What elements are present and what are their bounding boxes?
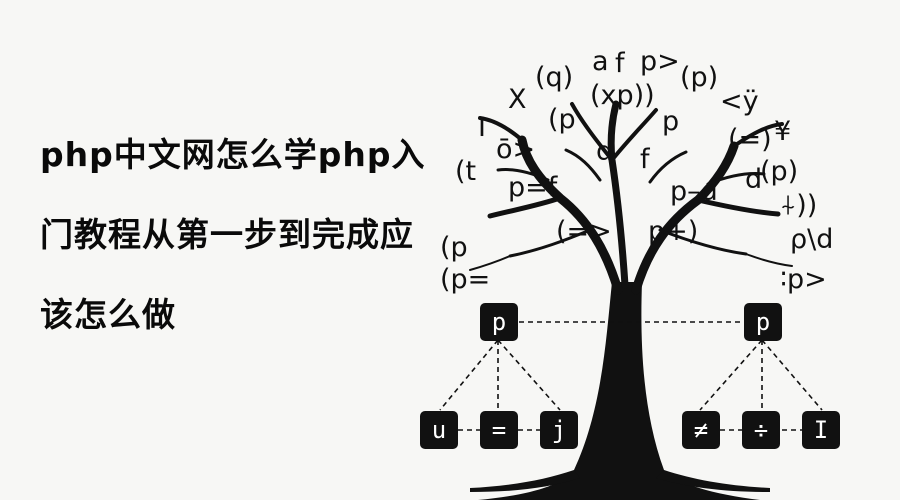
symbol: p>: [640, 46, 680, 77]
symbol: f: [615, 48, 626, 79]
symbol: <ÿ: [720, 86, 759, 117]
symbol: ¥: [774, 116, 791, 147]
symbol: (p): [680, 62, 718, 93]
node-label: j: [552, 416, 566, 444]
symbol: d: [745, 164, 762, 195]
symbol: (p): [760, 156, 798, 187]
node-label: I: [814, 416, 828, 444]
node-top-left: p: [480, 303, 518, 341]
node-top-right: p: [744, 303, 782, 341]
symbol: p–d: [670, 176, 718, 207]
symbol: (q): [535, 62, 573, 93]
tree-branches: [469, 100, 793, 295]
node-bottom-6: I: [802, 411, 840, 449]
symbol: ⍭)): [780, 190, 817, 221]
symbol: a: [592, 46, 609, 77]
node-bottom-3: j: [540, 411, 578, 449]
node-bottom-4: ≠: [682, 411, 720, 449]
tree-trunk: [470, 282, 770, 500]
node-label: ≠: [694, 416, 708, 444]
article-title-line-3: 该怎么做: [40, 295, 176, 334]
node-label: p: [492, 308, 506, 336]
canopy-symbols: (q) a f p> (p) X (xp)) <ÿ (p p (=) ¥ I ō…: [440, 46, 833, 295]
symbol: (=>: [556, 216, 612, 247]
symbol: X: [508, 84, 527, 115]
symbol: f: [640, 144, 651, 175]
node-label: =: [492, 416, 506, 444]
node-label: ÷: [754, 416, 768, 444]
symbol: p+): [648, 216, 698, 247]
article-title-line-2: 门教程从第一步到完成应: [40, 215, 414, 254]
article-title-line-1: php中文网怎么学php入: [40, 135, 426, 174]
symbol: d: [596, 136, 613, 167]
symbol: (p: [440, 232, 468, 263]
node-label: p: [756, 308, 770, 336]
symbol: I: [478, 112, 486, 143]
node-label: u: [432, 416, 446, 444]
symbol: (=): [728, 124, 772, 155]
symbol: (p: [548, 104, 576, 135]
symbol: p=f: [508, 172, 559, 203]
symbol: (xp)): [590, 80, 655, 111]
node-connectors: [439, 321, 823, 431]
symbol: ō>: [496, 134, 535, 165]
symbol: ∶p>: [780, 264, 827, 295]
node-bottom-2: =: [480, 411, 518, 449]
symbol: (t: [455, 156, 476, 187]
node-bottom-1: u: [420, 411, 458, 449]
symbol: (p=: [440, 264, 490, 295]
node-bottom-5: ÷: [742, 411, 780, 449]
symbol: p: [662, 106, 679, 137]
symbol: ρ\d: [790, 224, 833, 255]
